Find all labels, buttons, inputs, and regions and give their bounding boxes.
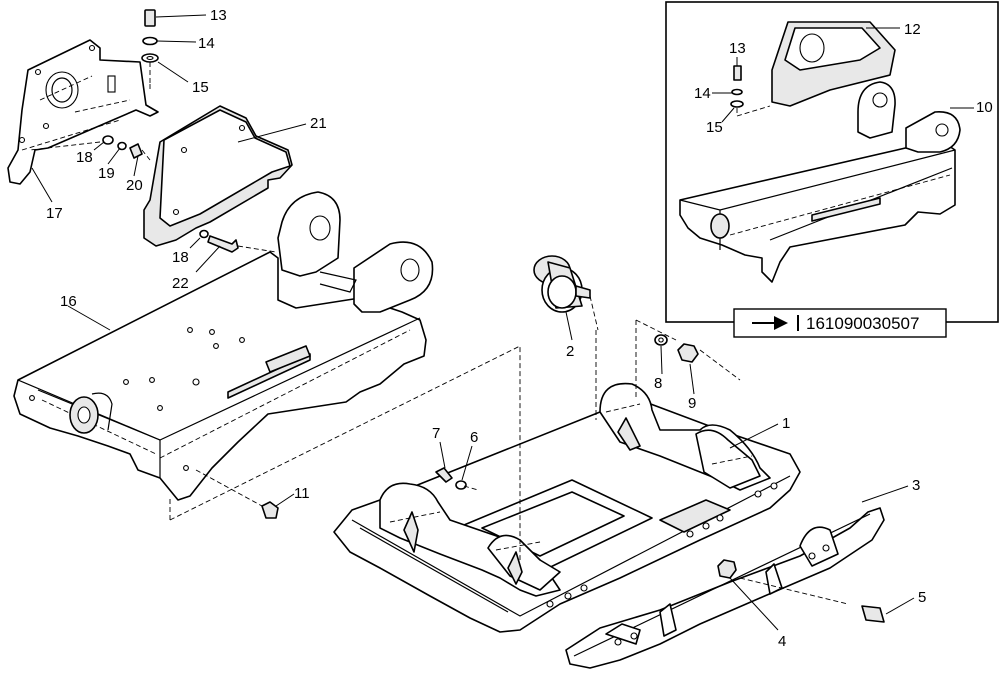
callout-21: 21 [310,115,327,132]
callout-18-lower: 18 [172,249,189,266]
callout-5: 5 [918,589,926,606]
mounting-bracket [7,39,159,185]
callout-6: 6 [470,429,478,446]
callout-3: 3 [912,477,920,494]
callout-12: 12 [904,21,921,38]
callout-14: 14 [198,35,215,52]
callout-leaders [31,14,915,631]
cover [143,105,293,247]
callout-8: 8 [654,375,662,392]
inset-frame-assembly [679,21,961,283]
callout-4: 4 [778,633,786,650]
callout-16: 16 [60,293,77,310]
base-plate [333,382,801,633]
top-fasteners [141,9,159,85]
callout-10: 10 [976,99,993,116]
reference-code: 161090030507 [806,314,919,333]
assembly-lines [29,84,849,605]
inset-callout-13: 13 [729,40,746,57]
cover-fasteners [199,229,239,253]
callout-18-upper: 18 [76,149,93,166]
inset-panel: 12 10 13 14 15 161090030507 [665,1,999,338]
callout-1: 1 [782,415,790,432]
callout-11: 11 [294,485,310,502]
side-skid [565,507,885,669]
callout-7: 7 [432,425,440,442]
reference-box: 161090030507 [733,308,947,338]
upper-frame [13,191,434,501]
callout-2: 2 [566,343,574,360]
callout-9: 9 [688,395,696,412]
callout-13: 13 [210,7,227,24]
inset-callout-15: 15 [706,119,723,136]
bracket-fasteners [102,135,143,159]
callout-15: 15 [192,79,209,96]
callout-19: 19 [98,165,115,182]
inset-callout-14: 14 [694,85,711,102]
callout-20: 20 [126,177,143,194]
callout-22: 22 [172,275,189,292]
rubber-damper [533,255,599,331]
callout-labels: 13 14 15 21 17 18 19 20 18 22 16 2 8 9 7… [46,7,926,650]
misc-fasteners [261,334,885,623]
callout-17: 17 [46,205,63,222]
